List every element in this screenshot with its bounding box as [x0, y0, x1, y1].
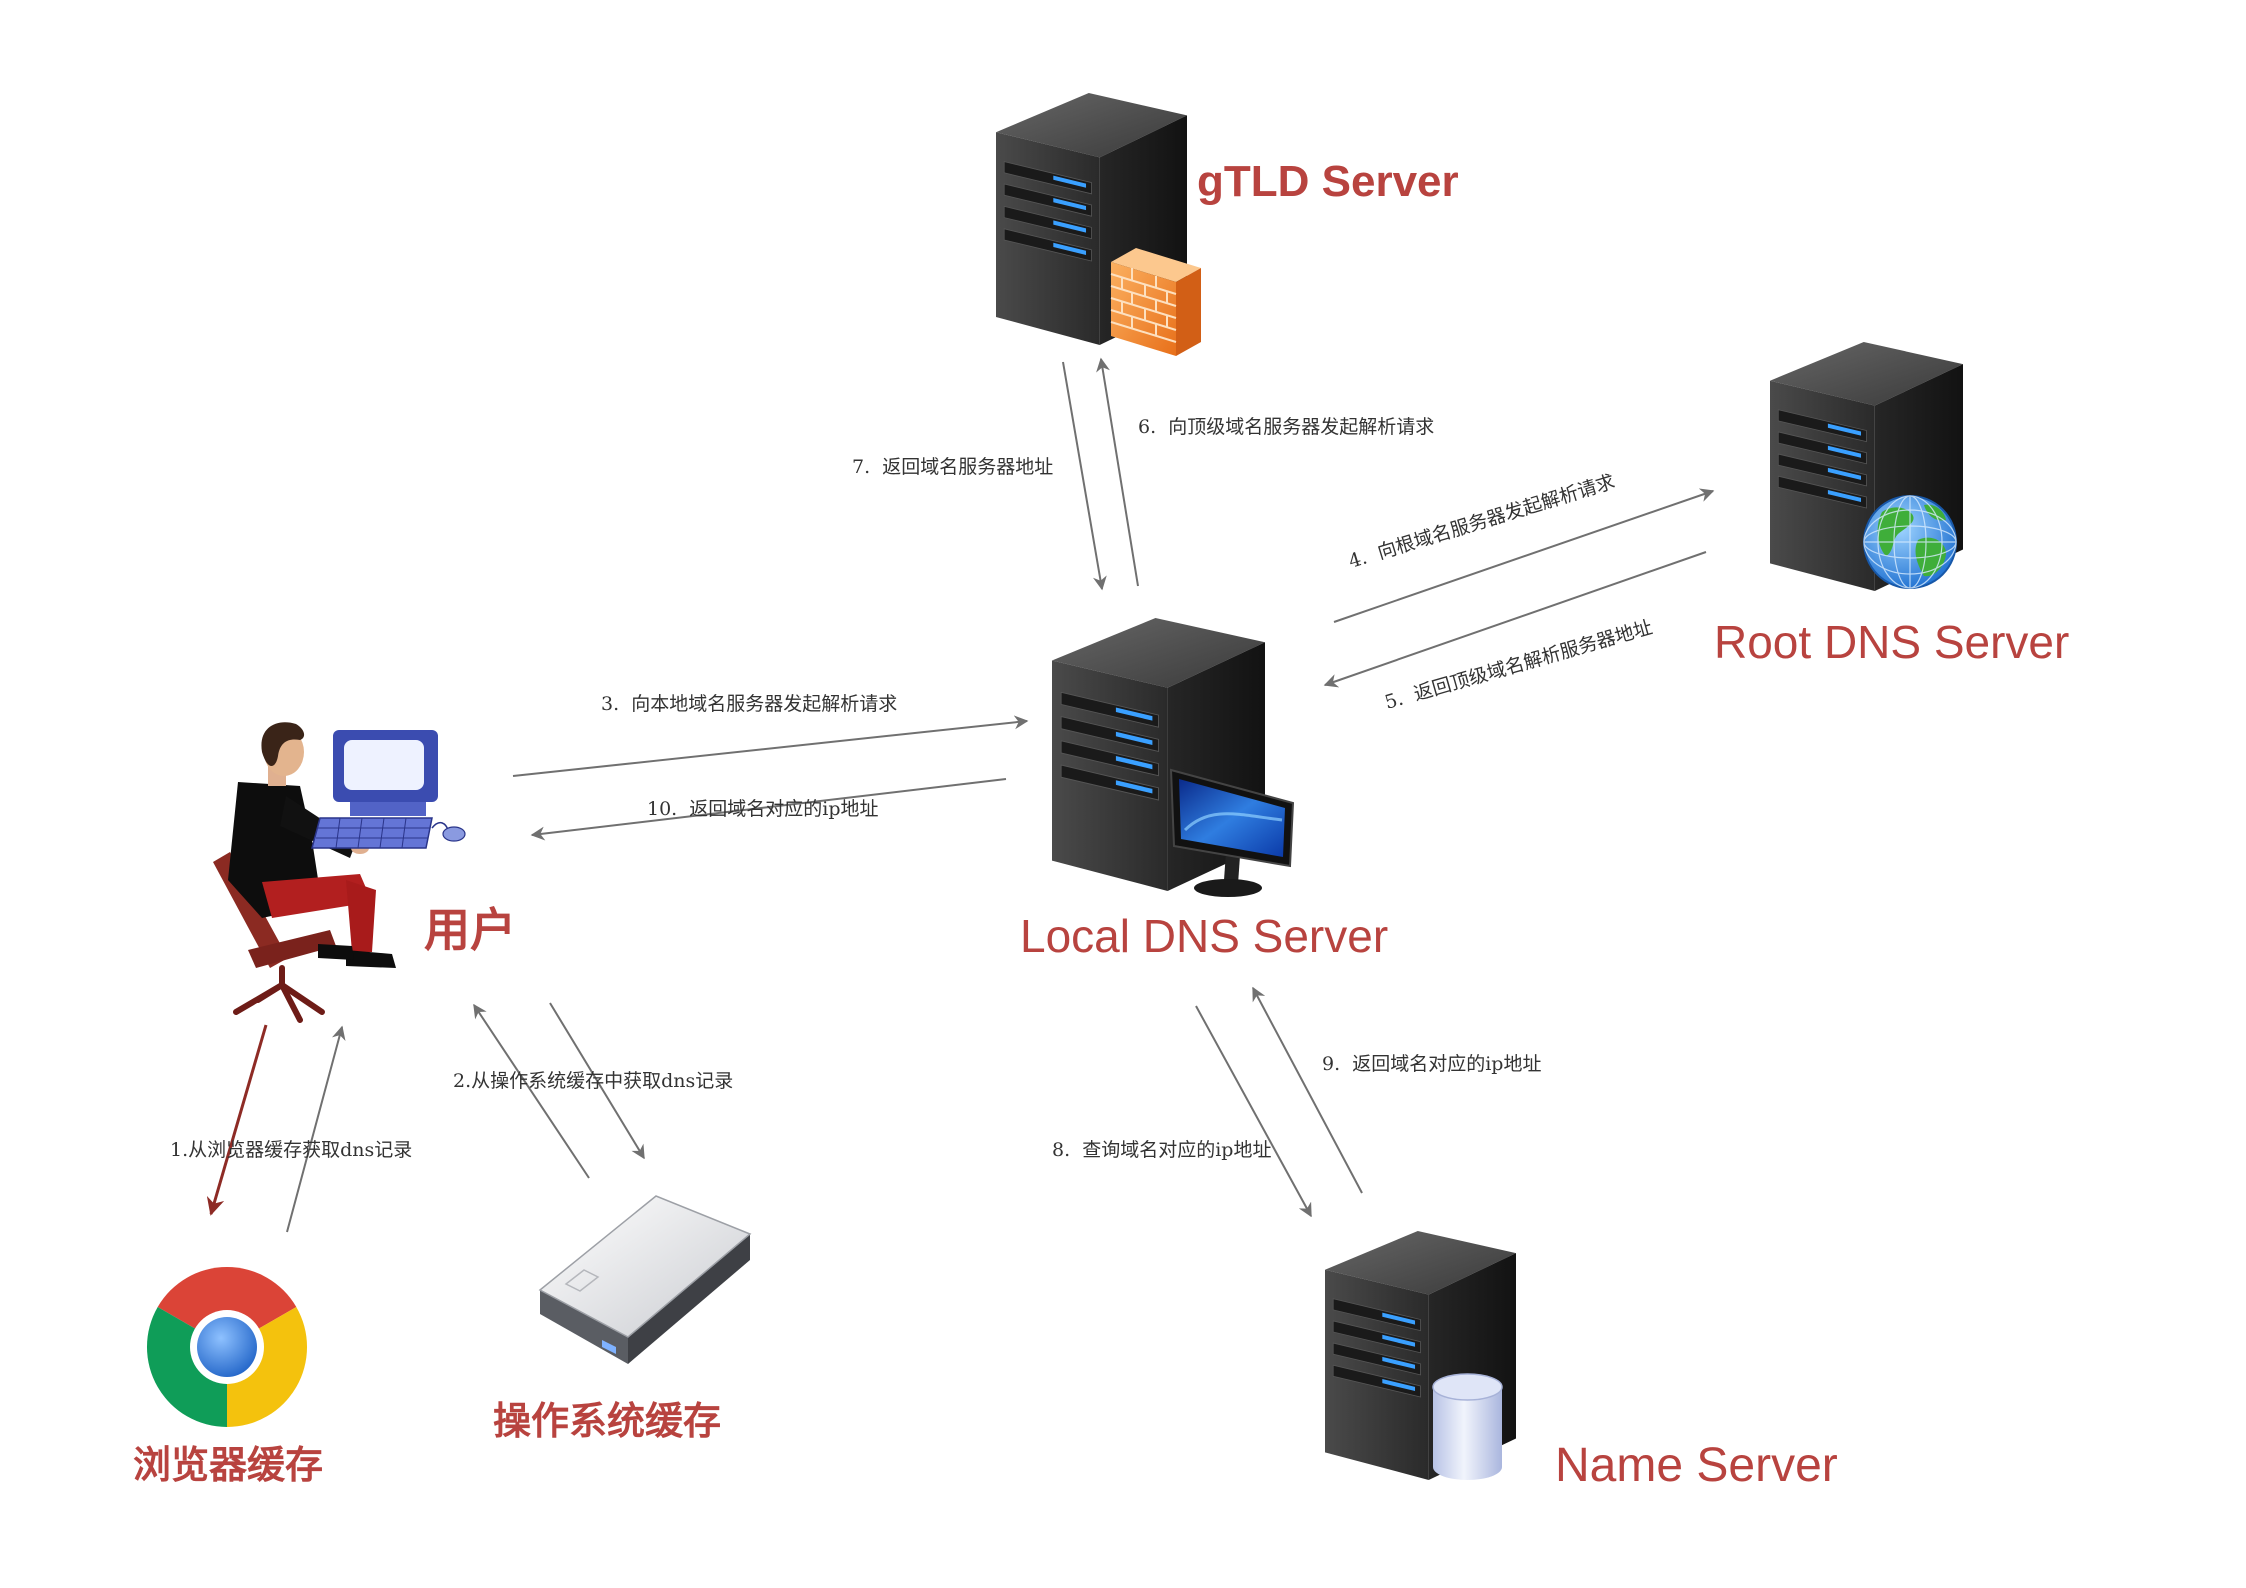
database-bottom — [1433, 1454, 1502, 1480]
firewall-icon — [1110, 248, 1201, 356]
user-label: 用户 — [424, 903, 516, 957]
step-8-label: 8. 查询域名对应的ip地址 — [1052, 1139, 1271, 1161]
arrow-step-1-request — [206, 1024, 268, 1216]
step-9-label: 9. 返回域名对应的ip地址 — [1322, 1053, 1541, 1075]
computer-base — [350, 802, 426, 816]
arrow-step-9 — [1252, 986, 1363, 1194]
arrow-step-6 — [1096, 357, 1139, 587]
chair-seat — [248, 930, 336, 968]
name-server-label: Name Server — [1555, 1439, 1838, 1492]
chrome-red-sector — [157, 1266, 297, 1347]
globe-grid — [1863, 495, 1957, 589]
firewall-side — [1176, 268, 1201, 356]
user-shoe — [346, 950, 396, 968]
monitor-base — [1194, 879, 1262, 897]
chrome-icon — [146, 1266, 308, 1428]
arrow-step-2-request — [549, 1002, 645, 1160]
firewall-mortar — [1110, 268, 1177, 343]
gtld-server-node: gTLD Server — [996, 93, 1459, 356]
computer-keyboard — [311, 817, 433, 849]
step-2-label: 2.从操作系统缓存中获取dns记录 — [453, 1070, 733, 1092]
step-1-label: 1.从浏览器缓存获取dns记录 — [170, 1139, 412, 1161]
firewall-top — [1111, 248, 1201, 282]
database-top — [1432, 1373, 1503, 1401]
chrome-center — [197, 1317, 257, 1377]
user-at-computer-icon — [213, 722, 466, 1023]
user-hair — [261, 722, 305, 766]
monitor-screen — [1179, 779, 1285, 857]
step-7-label: 7. 返回域名服务器地址 — [852, 456, 1053, 478]
gtld-server-label: gTLD Server — [1197, 157, 1459, 206]
arrow-step-4 — [1333, 488, 1715, 623]
globe-icon — [1863, 495, 1957, 589]
hard-drive-icon — [538, 1195, 752, 1364]
arrow-step-10 — [530, 778, 1007, 841]
computer-screen — [344, 740, 424, 790]
step-3-label: 3. 向本地域名服务器发起解析请求 — [601, 693, 897, 715]
database-icon — [1432, 1373, 1503, 1480]
user-node: 用户 — [213, 722, 516, 1023]
chair-base — [233, 965, 325, 1023]
user-shin — [346, 880, 376, 952]
arrow-step-1-response — [286, 1025, 346, 1233]
os-cache-node: 操作系统缓存 — [493, 1195, 752, 1443]
drive-side-right — [628, 1234, 750, 1364]
step-5-label: 5. 返回顶级域名解析服务器地址 — [1382, 616, 1655, 714]
arrows — [206, 357, 1715, 1233]
monitor-neck — [1224, 852, 1240, 884]
os-cache-label: 操作系统缓存 — [493, 1399, 721, 1443]
local-dns-server-label: Local DNS Server — [1020, 910, 1388, 962]
globe-continent — [1877, 507, 1914, 556]
step-10-label: 10. 返回域名对应的ip地址 — [647, 798, 879, 820]
computer-mouse — [442, 826, 466, 842]
browser-cache-label: 浏览器缓存 — [133, 1443, 323, 1487]
arrow-step-2-response — [473, 1003, 590, 1179]
drive-logo — [564, 1269, 600, 1292]
step-6-label: 6. 向顶级域名服务器发起解析请求 — [1138, 416, 1434, 438]
drive-top — [538, 1195, 752, 1338]
arrow-step-7 — [1062, 361, 1107, 591]
root-dns-server-node: Root DNS Server — [1714, 342, 2069, 668]
root-dns-server-label: Root DNS Server — [1714, 616, 2069, 668]
arrow-step-8 — [1195, 1005, 1312, 1218]
keyboard-keys — [316, 817, 430, 849]
browser-cache-node: 浏览器缓存 — [133, 1266, 323, 1487]
name-server-node: Name Server — [1325, 1231, 1838, 1492]
drive-port — [602, 1340, 616, 1354]
local-dns-server-node: Local DNS Server — [1020, 618, 1388, 962]
arrow-step-5 — [1323, 551, 1707, 688]
monitor-icon — [1169, 768, 1295, 897]
screen-highlight — [1183, 812, 1283, 832]
user-thigh — [262, 874, 372, 918]
arrow-step-3 — [512, 715, 1029, 777]
user-shoe — [318, 944, 354, 960]
step-4-label: 4. 向根域名服务器发起解析请求 — [1346, 471, 1618, 573]
